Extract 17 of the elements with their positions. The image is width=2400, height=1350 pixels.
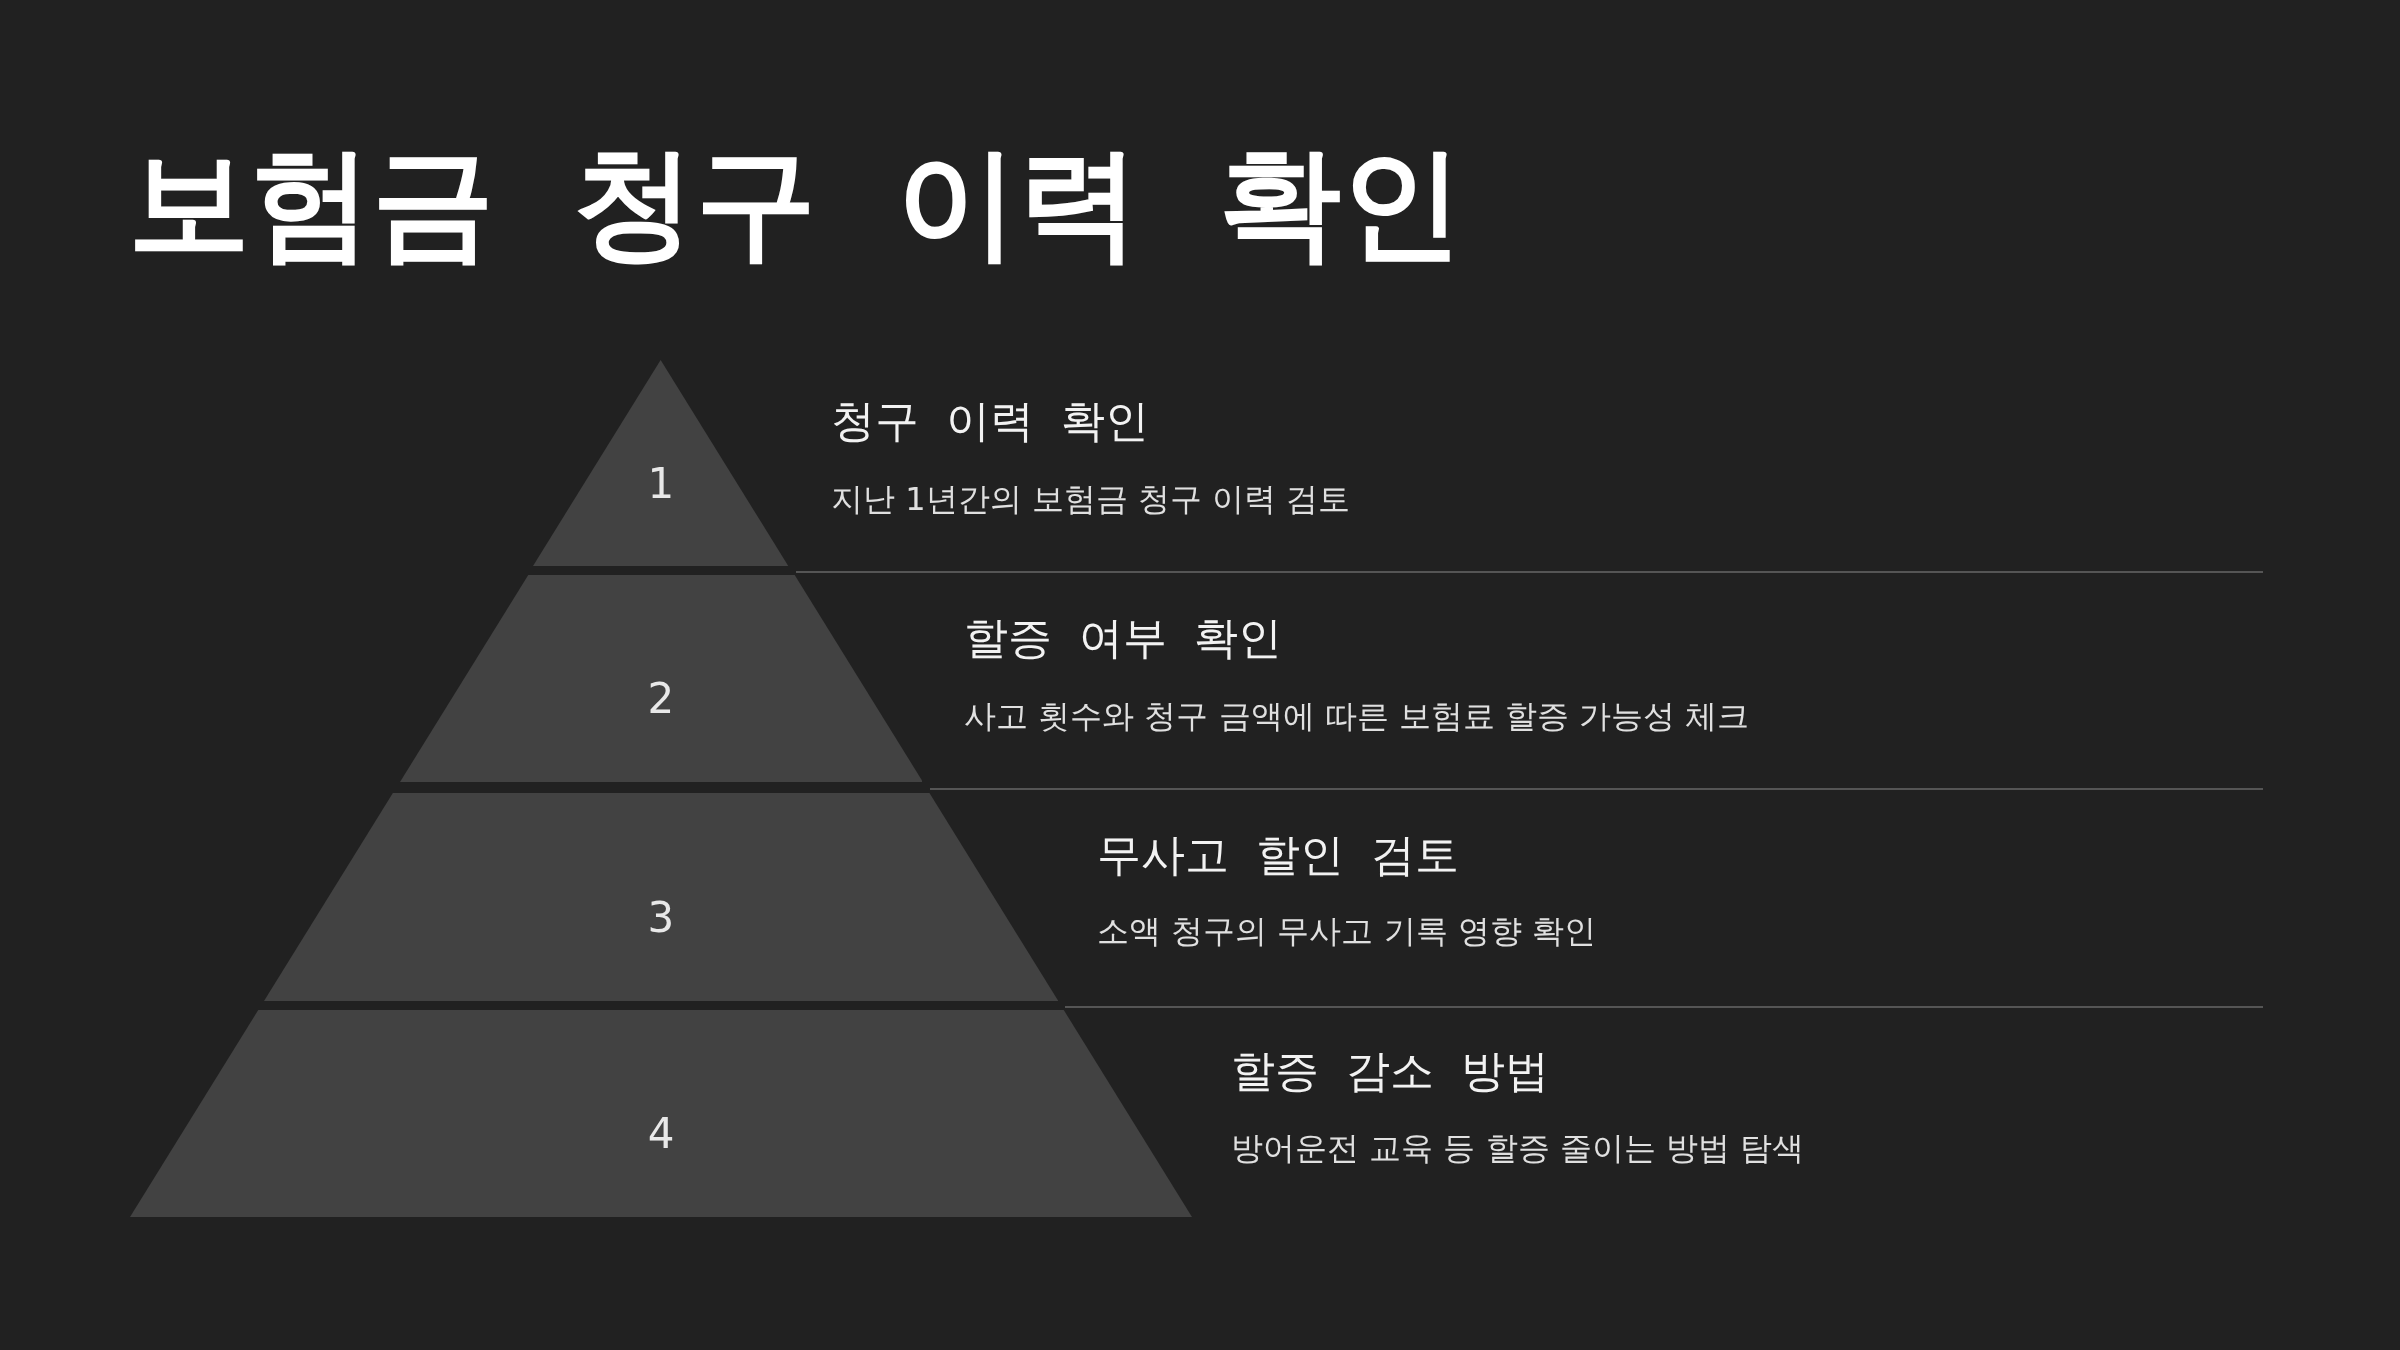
pyramid-tier [130,1010,1192,1217]
pyramid-tier [533,360,789,566]
tier-heading: 할증 여부 확인 [964,612,1283,665]
tier-heading: 청구 이력 확인 [831,395,1150,448]
tier-description: 지난 1년간의 보험금 청구 이력 검토 [831,480,1351,519]
tier-heading: 할증 감소 방법 [1231,1045,1550,1098]
pyramid-tier [399,575,923,782]
title: 보험금 청구 이력 확인 [128,131,1464,276]
tier-description: 방어운전 교육 등 할증 줄이는 방법 탐색 [1231,1129,1805,1168]
pyramid-tier [263,793,1059,1001]
tier-number: 4 [647,1113,675,1156]
tier-description: 소액 청구의 무사고 기록 영향 확인 [1097,912,1596,951]
tier-number: 2 [647,678,675,721]
tier-heading: 무사고 할인 검토 [1097,829,1460,882]
tier-number: 3 [647,896,675,939]
tier-description: 사고 횟수와 청구 금액에 따른 보험료 할증 가능성 체크 [964,697,1750,736]
tier-number: 1 [647,462,675,505]
